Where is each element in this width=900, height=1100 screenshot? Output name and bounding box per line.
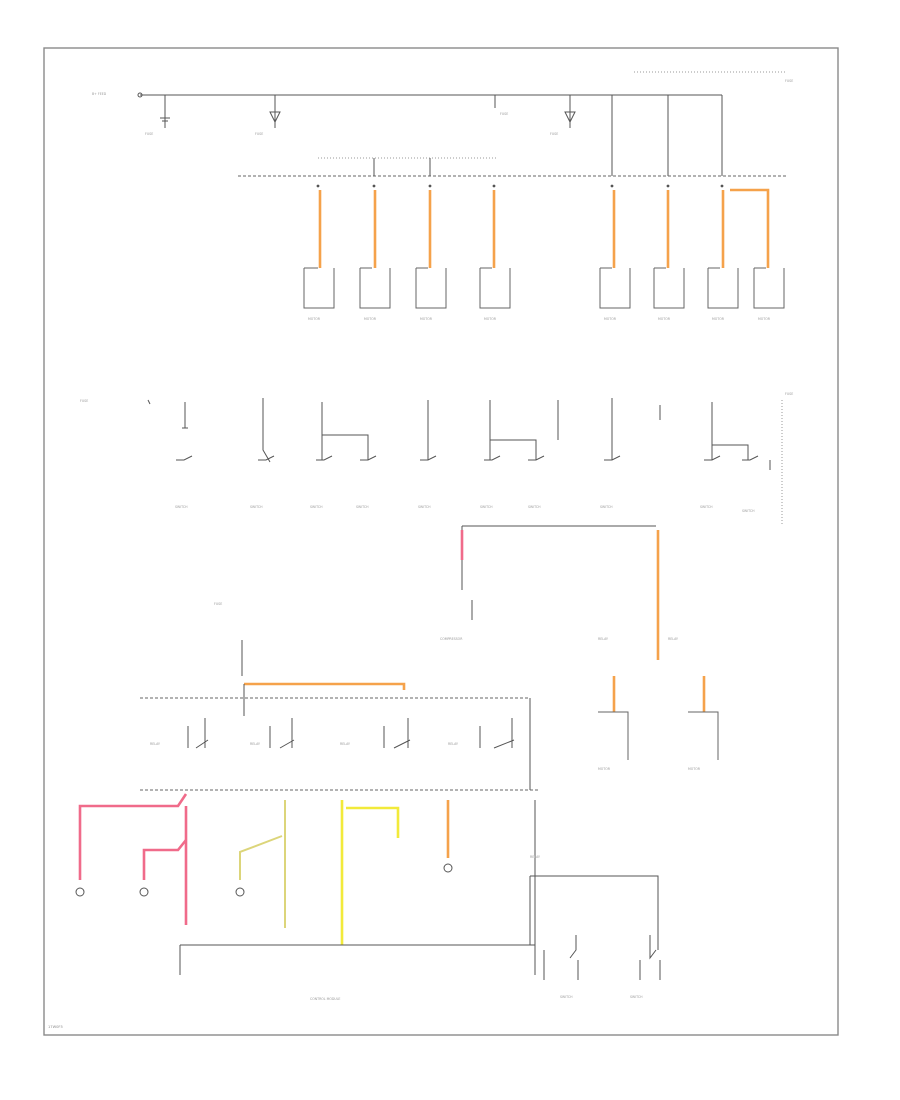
top-fuse-section: B+ FEED FUSE FUSE FUSE FUSE FUSE MOTOR MO… (92, 71, 793, 321)
svg-text:SWITCH: SWITCH (175, 505, 188, 509)
svg-text:MOTOR: MOTOR (308, 317, 321, 321)
svg-text:MOTOR: MOTOR (484, 317, 497, 321)
svg-text:FUSE: FUSE (255, 132, 263, 136)
svg-text:SWITCH: SWITCH (356, 505, 369, 509)
svg-text:RELAY: RELAY (530, 855, 540, 859)
svg-text:FUSE: FUSE (145, 132, 153, 136)
svg-text:FUSE: FUSE (785, 392, 793, 396)
middle-switch-section: FUSE FUSE SWITCH SWITCH SWITCH SWITCH SWIT… (80, 392, 793, 525)
svg-text:SWITCH: SWITCH (310, 505, 323, 509)
svg-text:SWITCH: SWITCH (418, 505, 431, 509)
svg-text:RELAY: RELAY (340, 742, 350, 746)
svg-text:RELAY: RELAY (250, 742, 260, 746)
svg-text:SWITCH: SWITCH (600, 505, 613, 509)
svg-text:SWITCH: SWITCH (480, 505, 493, 509)
svg-text:RELAY: RELAY (668, 637, 678, 641)
diagram-frame (43, 47, 839, 1036)
svg-text:SWITCH: SWITCH (700, 505, 713, 509)
svg-text:SWITCH: SWITCH (528, 505, 541, 509)
svg-text:MOTOR: MOTOR (658, 317, 671, 321)
svg-text:SWITCH: SWITCH (630, 995, 643, 999)
svg-text:COMPRESSOR: COMPRESSOR (440, 637, 463, 641)
svg-text:MOTOR: MOTOR (364, 317, 377, 321)
svg-text:MOTOR: MOTOR (712, 317, 725, 321)
svg-text:MOTOR: MOTOR (598, 767, 611, 771)
svg-text:FUSE: FUSE (214, 602, 222, 606)
diagram-code-label: 17W0F5 (48, 1025, 63, 1029)
svg-text:RELAY: RELAY (448, 742, 458, 746)
svg-text:FUSE: FUSE (500, 112, 508, 116)
svg-text:FUSE: FUSE (550, 132, 558, 136)
svg-text:MOTOR: MOTOR (758, 317, 771, 321)
svg-text:FUSE: FUSE (80, 399, 88, 403)
svg-text:MOTOR: MOTOR (604, 317, 617, 321)
lower-right-section: RELAY SWITCH SWITCH (529, 855, 661, 999)
relay-section: COMPRESSOR RELAY RELAY MOTOR MOTOR (440, 525, 719, 771)
svg-text:RELAY: RELAY (598, 637, 608, 641)
svg-text:CONTROL MODULE: CONTROL MODULE (310, 997, 340, 1001)
svg-text:FUSE: FUSE (785, 79, 793, 83)
svg-text:RELAY: RELAY (150, 742, 160, 746)
svg-text:SWITCH: SWITCH (560, 995, 573, 999)
svg-text:SWITCH: SWITCH (742, 509, 755, 513)
svg-text:MOTOR: MOTOR (420, 317, 433, 321)
svg-text:B+ FEED: B+ FEED (92, 92, 107, 96)
svg-text:SWITCH: SWITCH (250, 505, 263, 509)
svg-text:MOTOR: MOTOR (688, 767, 701, 771)
